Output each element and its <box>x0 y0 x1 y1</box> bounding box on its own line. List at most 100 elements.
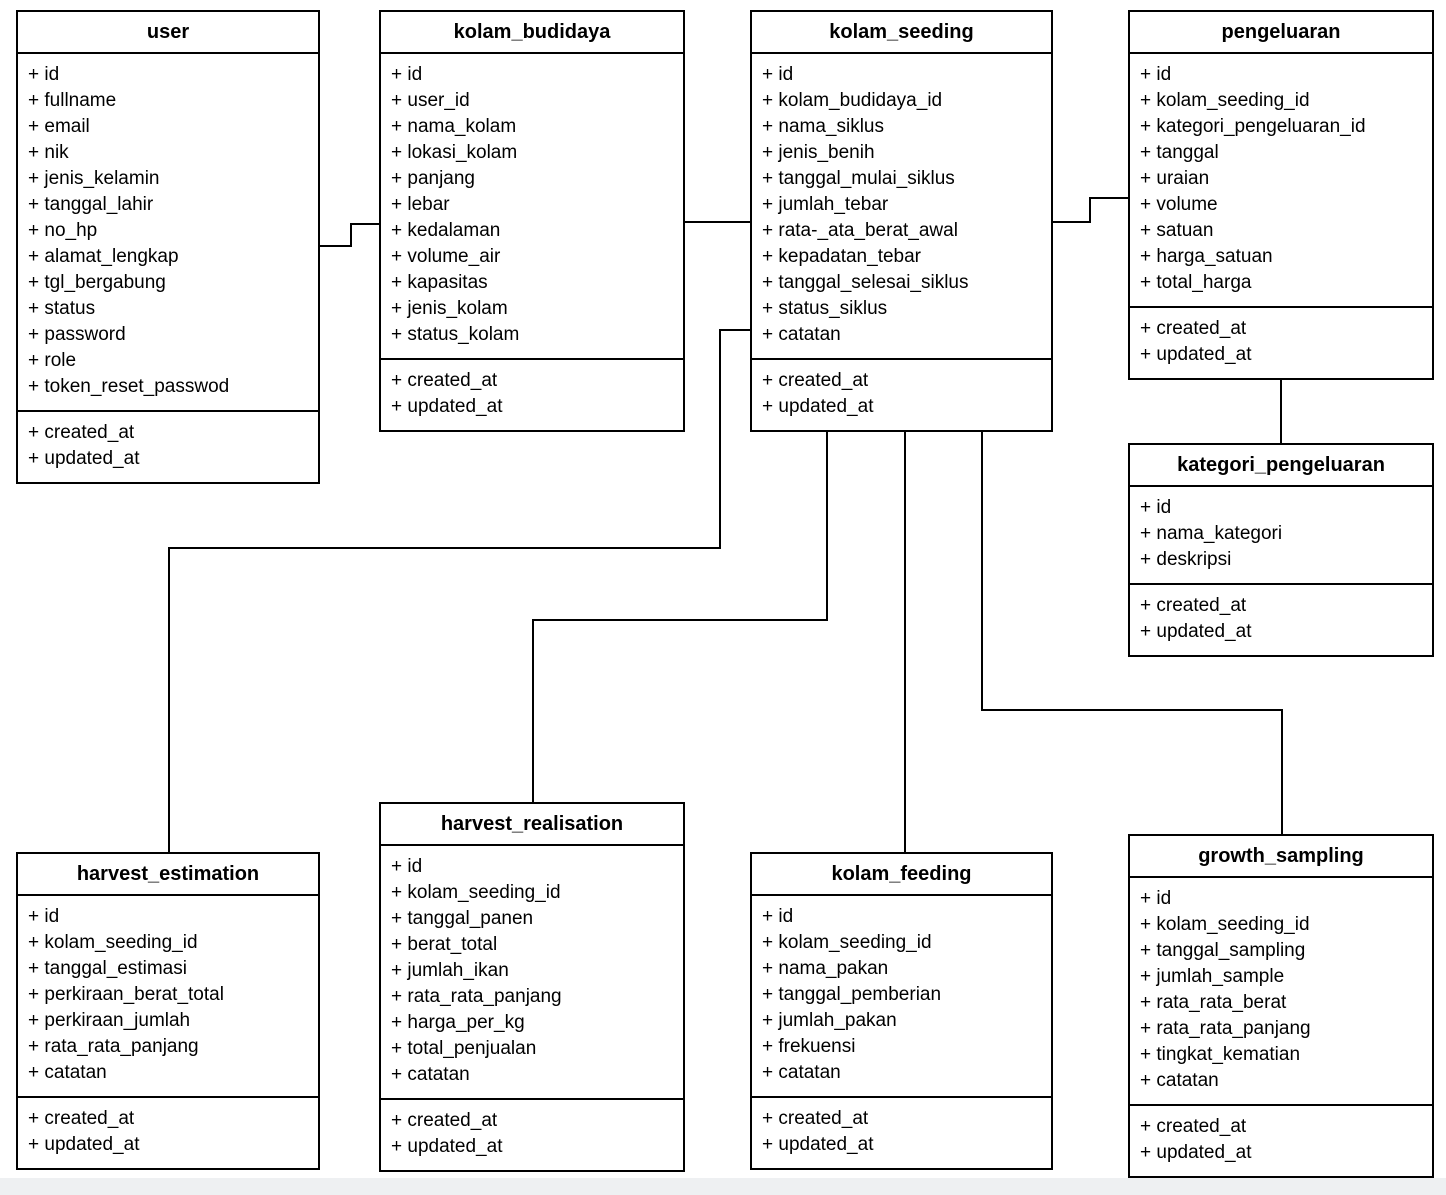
relationship-line-kolam_seeding-pengeluaran <box>1089 197 1132 199</box>
field-row: + volume_air <box>391 246 501 267</box>
field-row: + status_kolam <box>391 324 520 345</box>
field-row: + lokasi_kolam <box>391 142 518 163</box>
field-row: + catatan <box>391 1064 470 1085</box>
entity-fields: + id + kolam_seeding_id + tanggal_sampling… <box>1130 878 1432 1106</box>
relationship-line-kolam_seeding-growth_sampling <box>981 709 1283 711</box>
field-row: + nama_pakan <box>762 958 889 979</box>
field-row: + jumlah_sample <box>1140 966 1285 987</box>
field-row: + perkiraan_jumlah <box>28 1010 191 1031</box>
relationship-line-user-kolam_budidaya <box>350 223 352 247</box>
entity-audit-fields: + created_at+ updated_at <box>381 1100 683 1170</box>
relationship-line-user-kolam_budidaya <box>350 223 383 225</box>
relationship-line-kolam_seeding-harvest_estimation <box>719 329 721 549</box>
entity-title: kategori_pengeluaran <box>1130 445 1432 487</box>
entity-title: kolam_budidaya <box>381 12 683 54</box>
field-row: + status_siklus <box>762 298 888 319</box>
field-row: + jenis_benih <box>762 142 875 163</box>
field-row: + updated_at <box>762 396 874 417</box>
field-row: + status <box>28 298 96 319</box>
relationship-line-kolam_budidaya-kolam_seeding <box>683 221 753 223</box>
field-row: + kapasitas <box>391 272 488 293</box>
field-row: + deskripsi <box>1140 549 1232 570</box>
entity-kolam_feeding: kolam_feeding + id+ kolam_seeding_id+ na… <box>750 852 1053 1170</box>
field-row: + kolam_budidaya_id <box>762 90 943 111</box>
field-row: + catatan <box>762 324 841 345</box>
field-row: + created_at <box>762 1108 869 1129</box>
field-row: + kategori_pengeluaran_id <box>1140 116 1366 137</box>
field-row: + email <box>28 116 90 137</box>
field-row: + nama_siklus <box>762 116 884 137</box>
field-row: + rata_rata_panjang <box>391 986 562 1007</box>
field-row: + updated_at <box>28 1134 140 1155</box>
field-row: + rata_rata_panjang <box>28 1036 199 1057</box>
field-row: + role <box>28 350 77 371</box>
field-row: + rata_rata_berat <box>1140 992 1287 1013</box>
field-row: + jumlah_pakan <box>762 1010 897 1031</box>
field-row: + volume <box>1140 194 1218 215</box>
field-row: + panjang <box>391 168 475 189</box>
field-row: + id <box>1140 497 1172 518</box>
relationship-line-kolam_seeding-harvest_estimation <box>168 547 170 860</box>
entity-title: growth_sampling <box>1130 836 1432 878</box>
entity-growth_sampling: growth_sampling + id+ kolam_seeding_id+ … <box>1128 834 1434 1178</box>
entity-kategori_pengeluaran: kategori_pengeluaran + id+ nama_kategori… <box>1128 443 1434 657</box>
field-row: + rata_rata_panjang <box>1140 1018 1311 1039</box>
field-row: + updated_at <box>1140 1142 1252 1163</box>
field-row: + kepadatan_tebar <box>762 246 921 267</box>
relationship-line-kolam_seeding-harvest_realisation <box>532 619 828 621</box>
field-row: + tanggal_lahir <box>28 194 154 215</box>
field-row: + tanggal_selesai_siklus <box>762 272 969 293</box>
field-row: + kolam_seeding_id <box>28 932 198 953</box>
field-row: + id <box>1140 888 1172 909</box>
entity-title: kolam_feeding <box>752 854 1051 896</box>
field-row: + harga_satuan <box>1140 246 1273 267</box>
field-row: + updated_at <box>1140 621 1252 642</box>
field-row: + nama_kolam <box>391 116 517 137</box>
field-row: + id <box>1140 64 1172 85</box>
entity-fields: + id+ kolam_seeding_id+ tanggal_estimasi… <box>18 896 318 1098</box>
entity-audit-fields: + created_at + updated_at <box>18 412 318 482</box>
entity-audit-fields: + created_at+ updated_at <box>1130 585 1432 655</box>
entity-fields: + id+ kolam_seeding_id+ kategori_pengelu… <box>1130 54 1432 308</box>
field-row: + id <box>28 906 60 927</box>
entity-fields: + id+ user_id+ nama_kolam+ lokasi_kolam+… <box>381 54 683 360</box>
entity-audit-fields: + created_at+ updated_at <box>1130 308 1432 378</box>
field-row: + catatan <box>1140 1070 1219 1091</box>
relationship-line-kolam_seeding-growth_sampling <box>981 426 983 711</box>
entity-pengeluaran: pengeluaran + id+ kolam_seeding_id+ kate… <box>1128 10 1434 380</box>
relationship-line-kolam_seeding-harvest_estimation <box>168 547 721 549</box>
field-row: + jenis_kolam <box>391 298 508 319</box>
entity-title: harvest_realisation <box>381 804 683 846</box>
field-row: + updated_at <box>391 396 503 417</box>
relationship-line-kolam_seeding-harvest_realisation <box>826 426 828 621</box>
entity-fields: + id+ kolam_seeding_id+ tanggal_panen+ b… <box>381 846 683 1100</box>
field-row: + updated_at <box>391 1136 503 1157</box>
relationship-line-kolam_seeding-pengeluaran <box>1051 221 1091 223</box>
field-row: + jumlah_tebar <box>762 194 889 215</box>
entity-title: user <box>18 12 318 54</box>
field-row: + nik <box>28 142 69 163</box>
entity-audit-fields: + created_at+ updated_at <box>18 1098 318 1168</box>
field-row: + updated_at <box>28 448 140 469</box>
field-row: + tanggal_sampling <box>1140 940 1306 961</box>
field-row: + kolam_seeding_id <box>1140 914 1310 935</box>
relationship-line-kolam_seeding-growth_sampling <box>1281 709 1283 842</box>
field-row: + harga_per_kg <box>391 1012 525 1033</box>
field-row: + user_id <box>391 90 470 111</box>
field-row: + total_harga <box>1140 272 1252 293</box>
field-row: + password <box>28 324 126 345</box>
field-row: + updated_at <box>1140 344 1252 365</box>
field-row: + created_at <box>28 422 135 443</box>
field-row: + lebar <box>391 194 450 215</box>
field-row: + kolam_seeding_id <box>391 882 561 903</box>
field-row: + fullname <box>28 90 117 111</box>
relationship-line-kolam_seeding-kolam_feeding <box>904 426 906 860</box>
field-row: + no_hp <box>28 220 98 241</box>
page-bottom-strip <box>0 1178 1446 1195</box>
field-row: + jenis_kelamin <box>28 168 160 189</box>
field-row: + kedalaman <box>391 220 501 241</box>
field-row: + tanggal_panen <box>391 908 534 929</box>
field-row: + created_at <box>1140 1116 1247 1137</box>
entity-audit-fields: + created_at+ updated_at <box>381 360 683 430</box>
